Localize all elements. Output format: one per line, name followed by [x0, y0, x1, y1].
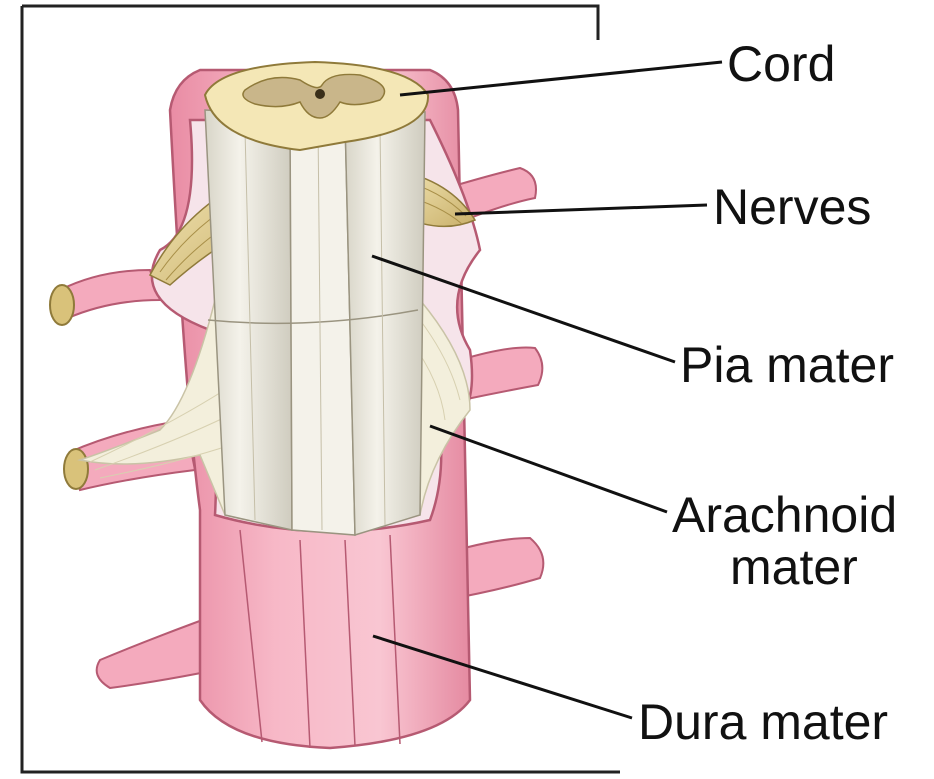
- spinal-cord-columns: [205, 110, 425, 535]
- arachnoid-mater-label-line1: Arachnoid: [672, 488, 897, 542]
- dura-mater-label: Dura mater: [638, 695, 888, 749]
- cord-label: Cord: [727, 37, 835, 91]
- arachnoid-mater-label-line2: mater: [730, 540, 858, 594]
- cord-leader: [400, 62, 722, 95]
- nerves-label: Nerves: [713, 180, 871, 234]
- pia-mater-label: Pia mater: [680, 338, 894, 392]
